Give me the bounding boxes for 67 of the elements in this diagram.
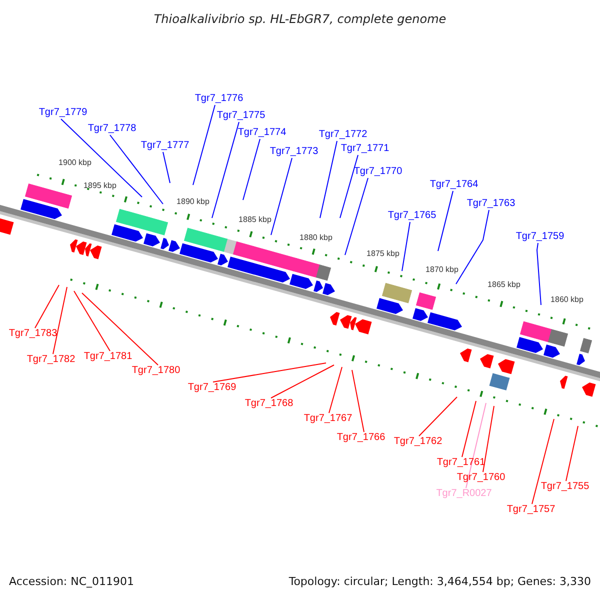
leader-line [34,284,60,328]
scale-label: 1890 kbp [176,197,210,207]
gene-label: Tgr7_1772 [318,129,368,141]
leader-line [340,154,358,218]
gene-label: Tgr7_1762 [394,436,442,448]
leader-line [536,242,542,306]
leader-line [462,400,476,458]
gene-label: Tgr7_1769 [188,382,236,394]
gene-label: Tgr7_1773 [270,146,318,158]
gene-label: Tgr7_1755 [540,481,590,493]
gene-label: Tgr7_1776 [194,93,244,105]
gene-label: Tgr7_1780 [132,365,180,377]
leader-line [162,152,170,184]
scale-label: 1885 kbp [238,215,272,225]
leader-line [402,222,410,272]
leader-line [192,104,216,186]
gene-label: Tgr7_1781 [84,351,132,363]
gene-label: Tgr7_1777 [140,140,190,152]
leader-line [110,134,164,204]
gene-label: Tgr7_1775 [216,110,266,122]
scale-label: 1880 kbp [300,233,332,243]
leader-line [74,290,110,352]
leader-line [466,402,486,488]
leader-line [52,286,68,354]
scale-label: 1875 kbp [366,249,400,259]
gene-label: Tgr7_1774 [238,127,286,139]
gene-label: Tgr7_1757 [506,504,556,516]
leader-line [352,370,364,432]
leader-line [212,122,240,218]
gene-label: Tgr7_1760 [456,472,506,484]
gene-label: Tgr7_1764 [430,179,478,191]
scale-label: 1900 kbp [58,158,92,168]
gene-label: Tgr7_1770 [354,166,402,178]
leader-line [320,140,338,218]
leader-line [270,158,292,236]
leader-line [212,362,326,382]
leader-line [344,178,368,256]
gene-label: Tgr7_1759 [516,231,564,243]
gene-label: Tgr7_1767 [304,413,352,425]
leader-line [270,364,334,398]
leader-line [242,138,260,200]
leader-line [438,190,454,252]
scale-label: 1870 kbp [426,265,458,275]
leader-line [418,396,458,436]
gene-label: Tgr7_1778 [88,123,136,135]
gene-label: Tgr7_1766 [336,432,386,444]
gene-label: Tgr7_1771 [340,143,390,155]
gene-label: Tgr7_1779 [38,107,88,119]
scale-label: 1895 kbp [84,181,116,191]
scale-label: 1860 kbp [550,295,584,305]
leader-line [60,118,142,198]
leader-line [566,426,578,482]
scale-label: 1865 kbp [488,280,520,290]
gene-label: Tgr7_R0027 [436,488,492,500]
gene-label: Tgr7_1768 [244,398,294,410]
leader-line [82,292,158,366]
leader-line [482,406,494,472]
gene-label: Tgr7_1765 [388,210,436,222]
leader-line [532,418,554,504]
leader-line [456,210,490,284]
gene-label: Tgr7_1763 [466,198,516,210]
map-title: Thioalkalivibrio sp. HL-EbGR7, complete genome [152,11,448,28]
leader-line [328,366,342,414]
genome-stats-text: Topology: circular; Length: 3,464,554 bp; Genes: 3,330 [288,575,591,589]
accession-text: Accession: NC_011901 [9,575,134,589]
gene-label: Tgr7_1782 [26,354,76,366]
gene-label: Tgr7_1783 [8,328,58,340]
